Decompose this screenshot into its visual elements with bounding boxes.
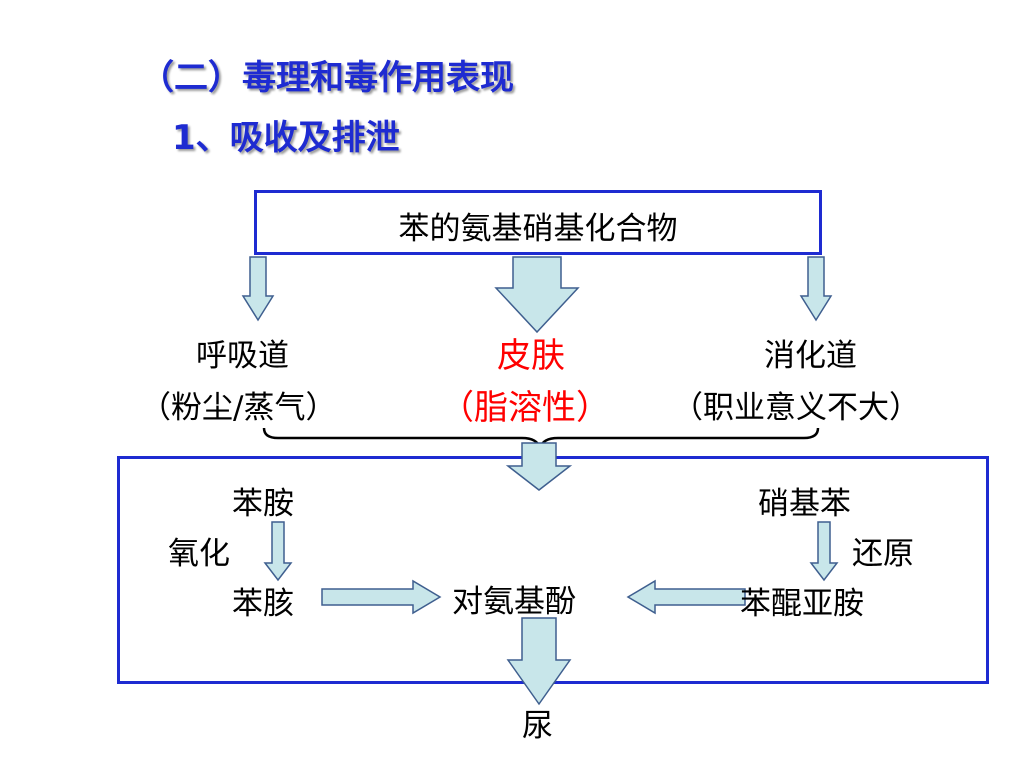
route-digestive-detail: （职业意义不大） bbox=[672, 390, 920, 426]
label-oxidation: 氧化 bbox=[168, 536, 230, 572]
label-nitrosobenzene: 苯醌亚胺 bbox=[740, 586, 864, 622]
label-phenylhydroxylamine: 苯胲 bbox=[232, 586, 294, 622]
source-compound-label: 苯的氨基硝基化合物 bbox=[398, 211, 678, 247]
source-compound-box: 苯的氨基硝基化合物 bbox=[254, 190, 822, 255]
label-nitrobenzene: 硝基苯 bbox=[758, 486, 851, 522]
label-urine: 尿 bbox=[522, 708, 553, 744]
route-respiratory-name: 呼吸道 bbox=[196, 338, 289, 374]
arrow-oxidation bbox=[263, 521, 293, 582]
arrow-to-aminophenol-right bbox=[626, 579, 746, 615]
page-subtitle: 1、吸收及排泄 bbox=[172, 118, 400, 158]
label-aniline: 苯胺 bbox=[232, 486, 294, 522]
arrow-to-aminophenol-left bbox=[321, 579, 442, 615]
route-digestive-name: 消化道 bbox=[764, 338, 857, 374]
arrow-reduction bbox=[809, 521, 839, 582]
label-aminophenol: 对氨基酚 bbox=[452, 584, 576, 620]
route-skin-name: 皮肤 bbox=[497, 336, 565, 376]
page-title: （二）毒理和毒作用表现 bbox=[140, 58, 514, 98]
route-skin-detail: （脂溶性） bbox=[440, 388, 610, 428]
route-respiratory-detail: （粉尘/蒸气） bbox=[140, 390, 337, 426]
arrow-to-urine bbox=[506, 617, 572, 706]
arrow-to-skin bbox=[494, 256, 580, 334]
arrow-into-metabolism bbox=[505, 442, 573, 491]
arrow-to-digestive bbox=[799, 256, 833, 322]
arrow-to-respiratory bbox=[241, 256, 275, 322]
label-reduction: 还原 bbox=[852, 536, 914, 572]
